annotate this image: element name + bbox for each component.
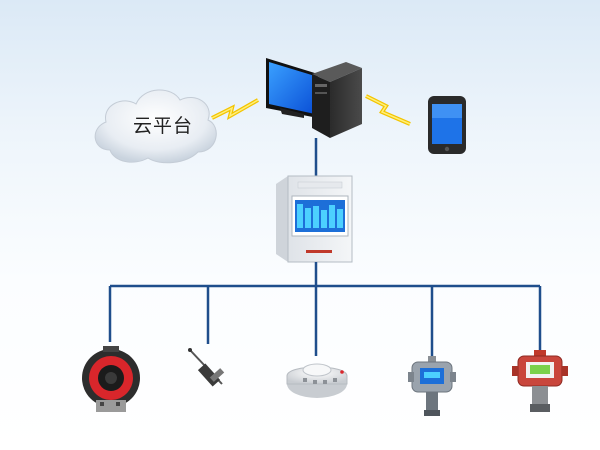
probe-sensor-icon [188,348,225,387]
explosion-proof-gas-detector-icon [512,350,568,412]
alarm-controller-panel-icon [276,175,353,263]
sensor-bus [108,262,542,356]
red-infrared-flame-detector-icon [82,346,140,412]
wireless-link-icon [211,98,259,121]
smoke-detector-icon [286,363,348,398]
smartphone-icon [428,96,466,154]
desktop-computer-icon [266,58,362,138]
cloud-icon [94,89,217,164]
cloud-platform-label: 云平台 [132,115,193,137]
wireless-link-icon [365,94,411,126]
gas-detector-icon [408,356,456,416]
